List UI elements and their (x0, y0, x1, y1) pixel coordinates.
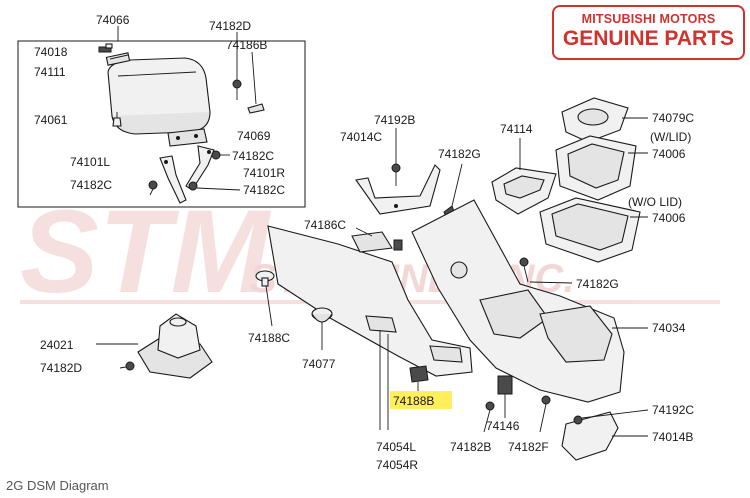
watermark-main: STM (20, 186, 272, 318)
hinge-74111 (105, 52, 131, 66)
label-74014C: 74014C (340, 130, 382, 144)
label-74006-wolid-note: (W/O LID) (628, 195, 682, 209)
label-74054L: 74054L (376, 440, 416, 454)
box-74006-with-lid (555, 135, 648, 201)
hinge-plate-74069 (167, 128, 208, 147)
genuine-parts-badge: MITSUBISHI MOTORS GENUINE PARTS (552, 5, 745, 60)
label-74018: 74018 (34, 45, 68, 59)
clip-74188B (409, 365, 429, 392)
label-74066: 74066 (96, 13, 130, 27)
label-74114: 74114 (500, 122, 533, 136)
label-74182B: 74182B (450, 440, 491, 454)
label-74101R: 74101R (243, 166, 285, 180)
bolt-74192B (391, 128, 401, 186)
label-74182G-a: 74182G (438, 147, 481, 161)
label-74182G-b: 74182G (576, 277, 619, 291)
label-74014B: 74014B (652, 430, 693, 444)
armrest-group-box (17, 40, 306, 208)
hinge-74101L (159, 155, 187, 204)
label-74182D-top: 74182D (209, 19, 251, 33)
label-74111: 74111 (34, 65, 66, 79)
label-74006-wlid-note: (W/LID) (650, 130, 691, 144)
label-74182F: 74182F (508, 440, 549, 454)
screw-74182B (483, 401, 495, 433)
label-74186C: 74186C (304, 218, 346, 232)
badge-title: GENUINE PARTS (562, 27, 735, 50)
screw-74182C-c (188, 181, 241, 191)
label-74101L: 74101L (70, 155, 110, 169)
label-74069: 74069 (237, 129, 271, 143)
cap-74077 (311, 307, 333, 350)
label-74079C: 74079C (652, 111, 694, 125)
label-74034: 74034 (652, 321, 686, 335)
screw-74182C-b (148, 180, 158, 196)
clip-74146 (497, 375, 513, 418)
label-74054R: 74054R (376, 458, 418, 472)
armrest-lid (107, 57, 211, 135)
label-74192B: 74192B (374, 113, 415, 127)
label-74006-a: 74006 (652, 147, 686, 161)
label-74182D-bot: 74182D (40, 361, 82, 375)
clip-74186C (351, 227, 403, 253)
label-74006-b: 74006 (652, 211, 686, 225)
badge-brand: MITSUBISHI MOTORS (581, 12, 716, 26)
tray-74114 (491, 138, 557, 215)
plug-74188C (255, 270, 275, 327)
clip-74182G-b (519, 257, 573, 284)
label-74188B: 74188B (393, 394, 434, 408)
shift-boot-24021 (96, 313, 213, 379)
highlight-74188B (390, 391, 452, 409)
screw-74182D-top (232, 32, 242, 100)
console-74034 (411, 199, 648, 403)
nut-74186B (247, 51, 265, 114)
label-74182C-c: 74182C (243, 183, 285, 197)
screw-74182D-bot (119, 361, 135, 371)
label-74182C-b: 74182C (70, 178, 112, 192)
diagram-caption: 2G DSM Diagram (6, 478, 109, 493)
label-74188C: 74188C (248, 331, 290, 345)
bumper-74061 (112, 112, 122, 127)
label-74186B: 74186B (226, 38, 267, 52)
box-74006-without-lid (539, 197, 648, 263)
label-74146: 74146 (486, 419, 520, 433)
bracket-74014C (355, 164, 441, 215)
screw-74182C-a (211, 150, 230, 160)
cup-holder-74079C (561, 97, 648, 143)
bolt-74192C (573, 409, 649, 425)
label-74061: 74061 (34, 113, 68, 127)
label-74077: 74077 (302, 357, 336, 371)
label-74182C-a: 74182C (232, 149, 274, 163)
clip-74018 (98, 43, 113, 53)
label-24021: 24021 (40, 338, 74, 352)
label-74192C: 74192C (652, 403, 694, 417)
screw-74182F (539, 395, 551, 433)
